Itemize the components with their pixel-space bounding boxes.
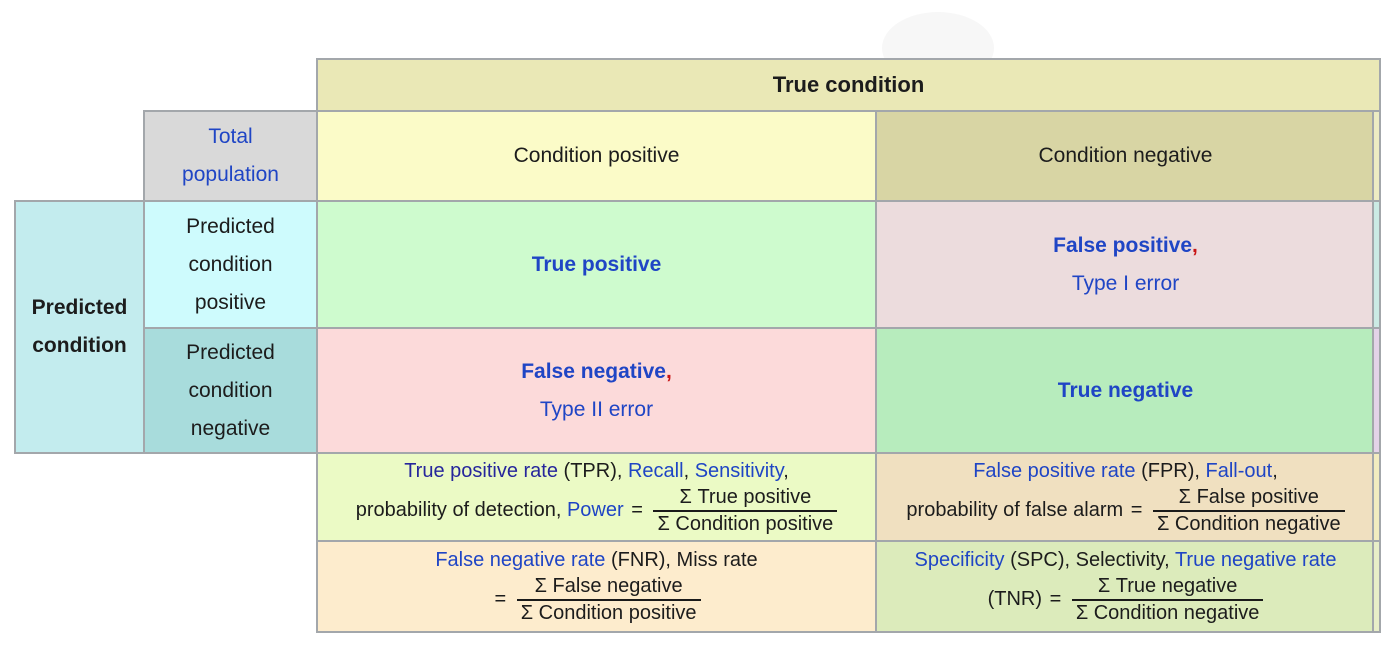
- predicted-condition-label: Predicted: [31, 296, 128, 319]
- tpr-comma: ,: [683, 459, 695, 482]
- predicted-condition-label-line2: condition: [32, 334, 127, 357]
- fpr-line1: False positive rate (FPR), Fall-out,: [973, 459, 1278, 483]
- cropped-next-column-sliver: [1372, 110, 1381, 202]
- link-true-positive-rate[interactable]: True positive rate: [404, 459, 558, 482]
- cell-condition-negative: Condition negative: [875, 110, 1376, 202]
- predicted-condition-positive-label: Predicted: [186, 214, 275, 238]
- fpr-comma: ,: [1272, 459, 1278, 482]
- cell-true-negative: True negative: [875, 327, 1376, 454]
- link-type-1-error[interactable]: Type I error: [1071, 271, 1180, 295]
- link-fall-out[interactable]: Fall-out: [1205, 459, 1273, 482]
- link-sensitivity[interactable]: Sensitivity: [694, 459, 784, 482]
- fnr-line1: False negative rate (FNR), Miss rate: [435, 548, 757, 572]
- false-positive-line1: False positive,: [1053, 227, 1198, 265]
- link-true-positive[interactable]: True positive: [531, 252, 662, 276]
- tpr-line1: True positive rate (TPR), Recall, Sensit…: [404, 459, 789, 483]
- link-false-positive-rate[interactable]: False positive rate: [973, 459, 1136, 482]
- link-specificity[interactable]: Specificity: [914, 549, 1005, 571]
- fnr-fraction-denominator: Σ Condition positive: [520, 602, 697, 625]
- cropped-next-column-sliver: [1372, 452, 1381, 542]
- tpr-comma2: ,: [783, 459, 789, 482]
- cropped-next-column-sliver: [1372, 200, 1381, 329]
- spc-equals: =: [1044, 588, 1067, 611]
- cell-total-population: Total population: [143, 110, 318, 202]
- tpr-equals: =: [625, 498, 649, 521]
- cell-true-positive: True positive: [316, 200, 877, 329]
- cell-true-positive-rate: True positive rate (TPR), Recall, Sensit…: [316, 452, 877, 542]
- cell-predicted-condition-positive: Predicted condition positive: [143, 200, 318, 329]
- link-true-negative-rate[interactable]: True negative rate: [1174, 549, 1337, 571]
- spc-fraction-numerator: Σ True negative: [1071, 575, 1264, 602]
- fpr-fraction-numerator: Σ False positive: [1152, 486, 1345, 512]
- false-negative-red-comma: ,: [665, 359, 672, 383]
- spc-line1: Specificity (SPC), Selectivity, True neg…: [914, 548, 1336, 572]
- link-total-population-line2[interactable]: population: [182, 163, 279, 186]
- fpr-line2: probability of false alarm = Σ False pos…: [906, 486, 1345, 536]
- fpr-equals: =: [1125, 498, 1148, 521]
- spc-fraction-denominator: Σ Condition negative: [1075, 602, 1260, 625]
- link-false-negative[interactable]: False negative: [521, 359, 666, 383]
- link-false-negative-rate[interactable]: False negative rate: [435, 549, 606, 571]
- cropped-next-column-sliver: [1372, 540, 1381, 633]
- fnr-equals: =: [494, 588, 512, 611]
- cropped-next-column-sliver: [1372, 327, 1381, 454]
- fpr-abbrev: (FPR),: [1135, 459, 1206, 482]
- tpr-prob-text: probability of detection,: [355, 498, 567, 521]
- tpr-line2: probability of detection, Power = Σ True…: [356, 486, 838, 536]
- false-negative-line1: False negative,: [521, 353, 672, 391]
- predicted-condition-positive-label-line2: condition: [188, 252, 273, 276]
- link-false-positive[interactable]: False positive: [1053, 233, 1193, 257]
- cell-specificity: Specificity (SPC), Selectivity, True neg…: [875, 540, 1376, 633]
- false-positive-red-comma: ,: [1192, 233, 1198, 257]
- cell-false-positive: False positive, Type I error: [875, 200, 1376, 329]
- spc-selectivity-text: (SPC), Selectivity,: [1004, 549, 1175, 571]
- cell-false-positive-rate: False positive rate (FPR), Fall-out, pro…: [875, 452, 1376, 542]
- fpr-fraction-denominator: Σ Condition negative: [1156, 512, 1341, 535]
- predicted-condition-negative-label-line2: condition: [188, 378, 273, 402]
- cell-predicted-condition-negative: Predicted condition negative: [143, 327, 318, 454]
- link-recall[interactable]: Recall: [627, 459, 684, 482]
- predicted-condition-negative-label: Predicted: [186, 340, 275, 364]
- link-type-2-error[interactable]: Type II error: [539, 397, 654, 421]
- link-true-negative[interactable]: True negative: [1057, 378, 1194, 402]
- cell-predicted-condition: Predicted condition: [14, 200, 145, 454]
- tpr-fraction-numerator: Σ True positive: [653, 486, 838, 512]
- cell-false-negative: False negative, Type II error: [316, 327, 877, 454]
- tpr-abbrev: (TPR),: [557, 459, 628, 482]
- header-true-condition-label: True condition: [772, 71, 925, 97]
- condition-positive-label: Condition positive: [513, 144, 680, 168]
- fnr-miss-rate-text: (FNR), Miss rate: [605, 549, 758, 571]
- condition-negative-label: Condition negative: [1038, 144, 1213, 168]
- fnr-fraction-numerator: Σ False negative: [516, 575, 701, 602]
- fpr-prob-text: probability of false alarm: [906, 498, 1124, 521]
- link-total-population[interactable]: Total: [208, 125, 253, 148]
- cell-condition-positive: Condition positive: [316, 110, 877, 202]
- cell-false-negative-rate: False negative rate (FNR), Miss rate = Σ…: [316, 540, 877, 633]
- predicted-condition-positive-label-line3: positive: [194, 290, 267, 314]
- spc-tnr-text: (TNR): [987, 588, 1043, 611]
- predicted-condition-negative-label-line3: negative: [190, 416, 271, 440]
- header-true-condition: True condition: [316, 58, 1381, 112]
- tpr-fraction-denominator: Σ Condition positive: [657, 512, 834, 535]
- link-power[interactable]: Power: [566, 498, 624, 521]
